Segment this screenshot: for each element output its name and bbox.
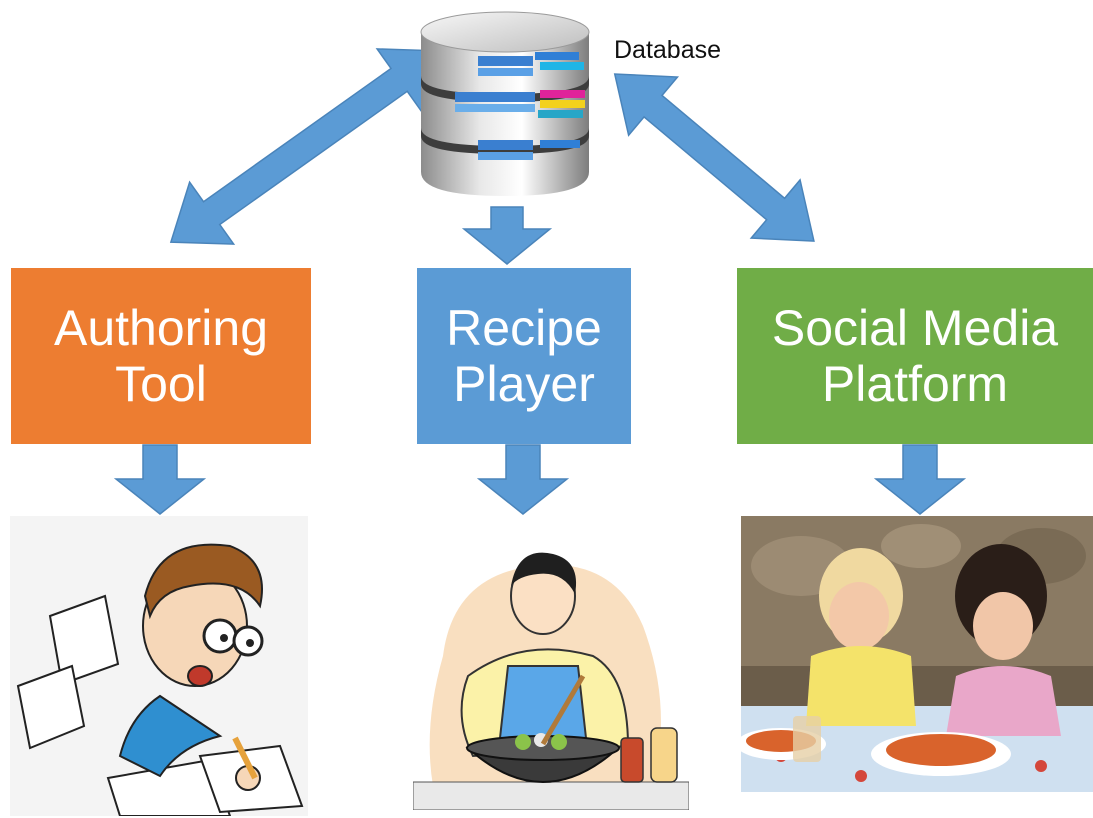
arrow-database-player bbox=[461, 206, 553, 265]
authoring-tool-box: Authoring Tool bbox=[11, 268, 311, 444]
arrow-authoring-picture bbox=[113, 444, 207, 515]
children-eating-spaghetti-photo-icon bbox=[741, 516, 1093, 792]
authoring-tool-label-line1: Authoring bbox=[53, 300, 269, 356]
arrow-database-social bbox=[613, 73, 815, 242]
author-writing-picture bbox=[10, 516, 308, 816]
social-media-label-line2: Platform bbox=[821, 356, 1009, 412]
arrow-player-picture bbox=[476, 444, 570, 515]
arrow-database-authoring bbox=[169, 48, 441, 245]
recipe-player-box: Recipe Player bbox=[417, 268, 631, 444]
recipe-player-label-line2: Player bbox=[453, 356, 595, 412]
children-eating-picture bbox=[741, 516, 1093, 792]
social-media-platform-box: Social Media Platform bbox=[737, 268, 1093, 444]
author-writing-cartoon-icon bbox=[10, 516, 308, 816]
cook-stirring-picture bbox=[413, 516, 689, 810]
database-label: Database bbox=[614, 36, 722, 64]
authoring-tool-label-line2: Tool bbox=[115, 356, 207, 412]
social-media-label-line1: Social Media bbox=[771, 300, 1059, 356]
cook-stirring-wok-cartoon-icon bbox=[413, 516, 689, 810]
recipe-player-label-line1: Recipe bbox=[446, 300, 602, 356]
arrow-social-picture bbox=[873, 444, 967, 515]
